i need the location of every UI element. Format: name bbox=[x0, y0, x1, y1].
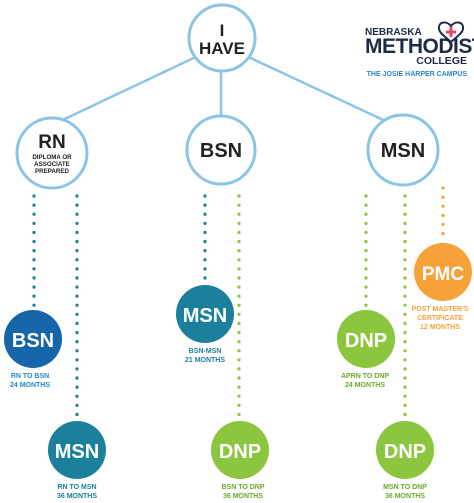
connector-to-rn bbox=[51, 53, 201, 127]
outcome-bsn-to-dnp-title: DNP bbox=[219, 441, 261, 463]
logo-campus: THE JOSIE HARPER CAMPUS bbox=[367, 71, 468, 78]
outcome-aprn-to-dnp-caption1: APRN TO DNP bbox=[341, 373, 389, 380]
outcome-aprn-to-dnp-caption2: 24 MONTHS bbox=[345, 382, 385, 389]
outcome-bsn-to-msn-caption2: 21 MONTHS bbox=[185, 357, 225, 364]
node-rn-sub3: PREPARED bbox=[35, 168, 69, 175]
college-logo: NEBRASKA METHODIST COLLEGE THE JOSIE HAR… bbox=[365, 21, 474, 78]
outcome-rn-to-bsn-title: BSN bbox=[12, 330, 54, 352]
node-rn-title: RN bbox=[38, 132, 65, 153]
outcome-aprn-to-dnp: DNP APRN TO DNP 24 MONTHS bbox=[337, 310, 395, 389]
node-rn-sub2: ASSOCIATE bbox=[34, 161, 70, 168]
outcome-rn-to-bsn: BSN RN TO BSN 24 MONTHS bbox=[4, 310, 62, 389]
node-bsn-title: BSN bbox=[200, 140, 242, 162]
heart-cross-icon bbox=[437, 21, 465, 44]
outcome-bsn-to-msn: MSN BSN-MSN 21 MONTHS bbox=[176, 285, 234, 364]
node-rn-sub1: DIPLOMA OR bbox=[32, 154, 72, 161]
node-msn-title: MSN bbox=[381, 140, 425, 162]
outcome-pmc-caption3: 12 MONTHS bbox=[420, 324, 460, 331]
node-msn: MSN bbox=[366, 113, 440, 187]
outcome-bsn-to-msn-title: MSN bbox=[183, 305, 227, 327]
tree-connectors bbox=[51, 53, 395, 127]
outcome-bsn-to-msn-caption1: BSN-MSN bbox=[189, 348, 222, 355]
root-label-line2: HAVE bbox=[199, 39, 245, 58]
outcome-aprn-to-dnp-title: DNP bbox=[345, 330, 387, 352]
outcome-msn-to-dnp-caption2: 36 MONTHS bbox=[385, 493, 425, 500]
outcome-rn-to-bsn-caption2: 24 MONTHS bbox=[10, 382, 50, 389]
root-label-line1: I bbox=[220, 21, 225, 40]
outcome-bsn-to-dnp: DNP BSN TO DNP 36 MONTHS bbox=[211, 421, 269, 500]
outcome-rn-to-bsn-caption1: RN TO BSN bbox=[11, 373, 49, 380]
outcome-msn-to-dnp: DNP MSN TO DNP 36 MONTHS bbox=[376, 421, 434, 500]
outcome-pmc: PMC POST MASTER'S CERTIFICATE 12 MONTHS bbox=[412, 243, 472, 331]
outcome-bsn-to-dnp-caption2: 36 MONTHS bbox=[223, 493, 263, 500]
outcome-msn-to-dnp-title: DNP bbox=[384, 441, 426, 463]
logo-methodist: METHODIST bbox=[365, 35, 474, 58]
logo-college: COLLEGE bbox=[416, 55, 467, 67]
connector-to-msn bbox=[243, 53, 395, 127]
outcome-pmc-caption1: POST MASTER'S bbox=[412, 306, 469, 313]
outcome-rn-to-msn-caption2: 36 MONTHS bbox=[57, 493, 97, 500]
node-rn: RN DIPLOMA OR ASSOCIATE PREPARED bbox=[15, 116, 89, 190]
dotted-pathways bbox=[32, 186, 445, 420]
outcome-rn-to-msn-caption1: RN TO MSN bbox=[57, 484, 96, 491]
node-bsn: BSN bbox=[185, 114, 257, 186]
outcome-msn-to-dnp-caption1: MSN TO DNP bbox=[383, 484, 427, 491]
outcome-pmc-title: PMC bbox=[422, 264, 465, 285]
root-node: I HAVE bbox=[187, 3, 257, 73]
outcome-rn-to-msn-title: MSN bbox=[55, 441, 99, 463]
outcome-pmc-caption2: CERTIFICATE bbox=[417, 315, 463, 322]
outcome-rn-to-msn: MSN RN TO MSN 36 MONTHS bbox=[48, 421, 106, 500]
outcome-bsn-to-dnp-caption1: BSN TO DNP bbox=[221, 484, 264, 491]
logo-nebraska: NEBRASKA bbox=[365, 27, 422, 38]
